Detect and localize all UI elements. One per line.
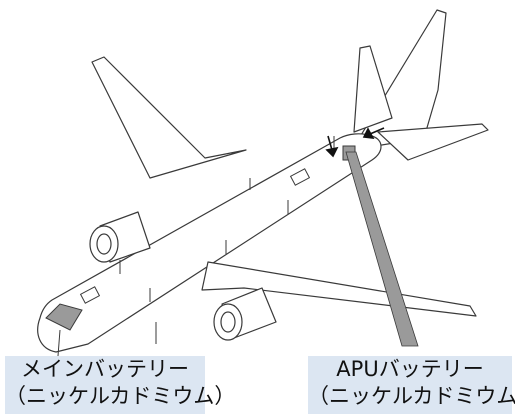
right-wing bbox=[201, 261, 477, 317]
left-wing bbox=[91, 56, 247, 179]
fuselage-details bbox=[79, 136, 335, 304]
left-engine bbox=[89, 211, 151, 263]
main-battery-label: メインバッテリー （ニッケルカドミウム） bbox=[5, 356, 236, 414]
right-engine bbox=[213, 287, 277, 341]
main-battery-leader-lines bbox=[57, 322, 157, 357]
lower-horizontal-stabilizer bbox=[377, 123, 489, 161]
apu-battery-callout bbox=[345, 151, 419, 347]
fuselage bbox=[37, 133, 382, 353]
main-battery-type: （ニッケルカドミウム） bbox=[5, 384, 236, 408]
apu-battery-type: （ニッケルカドミウム） bbox=[308, 384, 515, 408]
apu-battery-name: APUバッテリー bbox=[336, 357, 484, 381]
location-arrows bbox=[325, 127, 385, 158]
main-battery-compartment bbox=[45, 303, 83, 331]
apu-battery-label: APUバッテリー （ニッケルカドミウム） bbox=[308, 356, 515, 414]
main-battery-name: メインバッテリー bbox=[21, 357, 189, 381]
upper-horizontal-stabilizer bbox=[353, 45, 393, 133]
